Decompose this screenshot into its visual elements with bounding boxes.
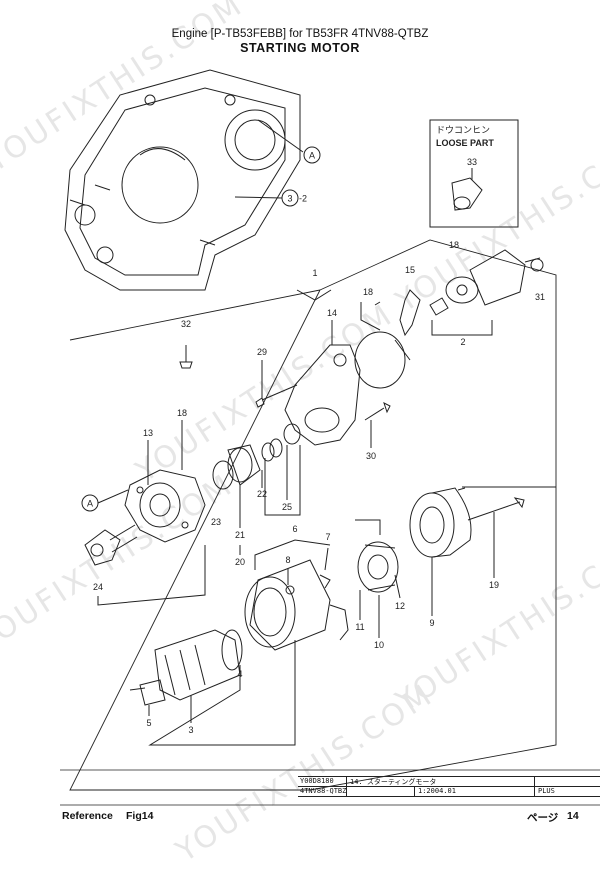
callout-19: 19 (489, 580, 499, 590)
callout-30: 30 (366, 451, 376, 461)
callout-29: 29 (257, 347, 267, 357)
title-block-code: Y00D8180 (300, 777, 334, 785)
callout-31: 31 (535, 292, 545, 302)
shift-lever (394, 289, 421, 361)
ref-3-callout (234, 189, 299, 207)
bolt-32 (179, 345, 193, 369)
footer-page-label: ページ (527, 812, 559, 824)
armature-leaders (148, 640, 296, 746)
clutch-leaders (239, 445, 288, 555)
callout-32: 32 (181, 319, 191, 329)
drive-housing (284, 344, 361, 446)
yoke-leaders (254, 539, 331, 585)
leader-brush-top (355, 519, 381, 535)
callout-21: 21 (235, 530, 245, 540)
page-subtitle: STARTING MOTOR (240, 41, 360, 55)
callout-24: 24 (93, 582, 103, 592)
title-block-model: 4TNV88-QTBZ (300, 787, 347, 795)
callout-23: 23 (211, 517, 221, 527)
page-title: Engine [P-TB53FEBB] for TB53FR 4TNV88-QT… (171, 28, 429, 40)
loose-part-title-en: LOOSE PART (436, 138, 494, 148)
yoke-assembly (244, 559, 349, 651)
leader-bracket (264, 445, 301, 516)
callout-2: 2 (460, 337, 465, 347)
footer-page-number: 14 (567, 810, 579, 822)
brush-leaders (359, 574, 401, 638)
ref-3-suffix: -2 (299, 194, 307, 204)
armature (129, 629, 243, 706)
callout-14: 14 (327, 308, 337, 318)
callout-1: 1 (312, 268, 317, 278)
callout-11: 11 (355, 622, 364, 632)
bolt-30 (364, 402, 391, 421)
callout-15: 15 (405, 265, 415, 275)
pinion-shaft (84, 524, 138, 566)
flywheel-housing (64, 69, 301, 291)
leader-24 (97, 545, 206, 606)
through-bolt (457, 487, 525, 521)
clutch-assembly (212, 423, 301, 490)
callout-25: 25 (282, 502, 292, 512)
assembly-outline (69, 239, 557, 791)
callout-8: 8 (285, 555, 290, 565)
parts-diagram: A 3 -2 ドウコンヒン LOOSE PART 33 1 18 15 31 2… (60, 69, 600, 806)
solenoid-switch (429, 249, 544, 316)
title-block-plus: PLUS (538, 787, 555, 795)
loose-part-box (429, 119, 519, 228)
callout-18: 18 (177, 408, 187, 418)
leader-18 (360, 301, 381, 331)
brush-holder (357, 541, 399, 593)
ref-a-top (257, 119, 321, 164)
leader-2 (431, 320, 493, 336)
loose-part-title-jp: ドウコンヒン (436, 125, 490, 135)
callout-7: 7 (325, 532, 330, 542)
callout-3: 3 (188, 725, 193, 735)
title-block-section: 14. スターティングモータ (350, 778, 437, 786)
callout-33: 33 (467, 157, 477, 167)
callout-10: 10 (374, 640, 384, 650)
callout-9: 9 (429, 618, 434, 628)
callout-6: 6 (292, 524, 297, 534)
title-block: Y00D8180 14. スターティングモータ 4TNV88-QTBZ 1:20… (298, 776, 600, 797)
rear-cover (409, 487, 472, 558)
footer-reference-label: Reference (62, 810, 113, 822)
ring-18 (354, 331, 406, 389)
callout-5: 5 (146, 718, 151, 728)
ref-3-label: 3 (287, 194, 292, 204)
leader-a-left (97, 489, 129, 504)
front-bracket (124, 469, 206, 543)
title-block-date: 1:2004.01 (418, 787, 456, 795)
callout-18: 18 (449, 240, 459, 250)
bolt-29 (255, 384, 298, 408)
ref-a-top-label: A (309, 151, 315, 161)
footer-fig-label: Fig14 (126, 810, 154, 822)
callout-22: 22 (257, 489, 267, 499)
callout-20: 20 (235, 557, 245, 567)
ref-a-left-label: A (87, 499, 93, 509)
callout-13: 13 (143, 428, 153, 438)
callout-12: 12 (395, 601, 405, 611)
callout-18: 18 (363, 287, 373, 297)
